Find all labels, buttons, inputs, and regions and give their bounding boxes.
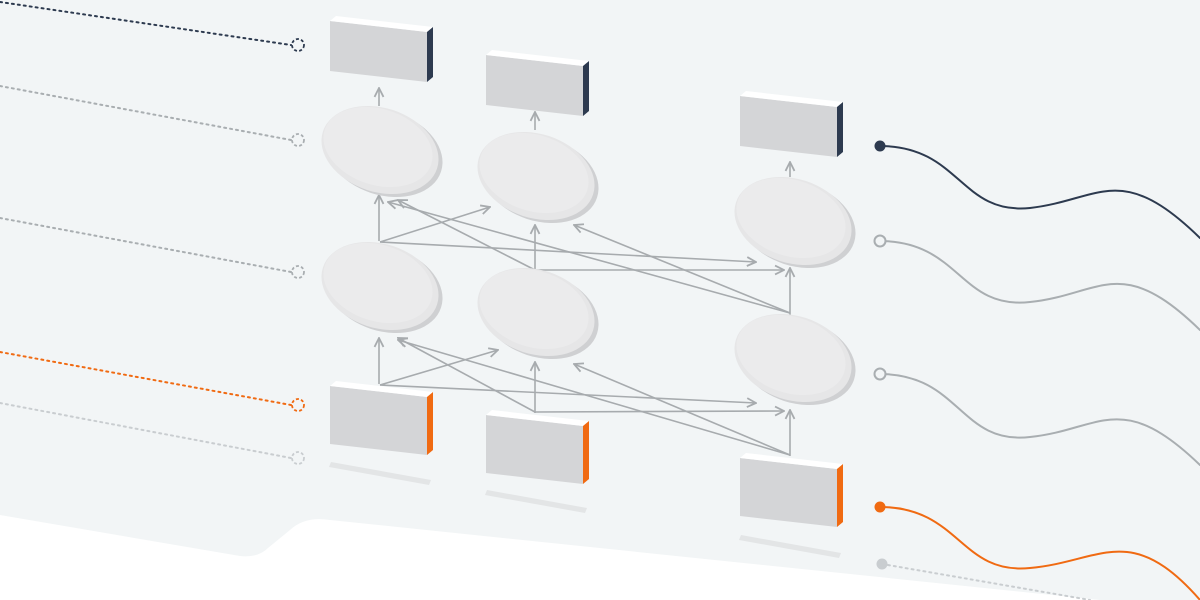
left-connector-group [0, 1, 305, 465]
layer-box-top [486, 50, 589, 66]
layer-box-side [837, 464, 843, 527]
box-shadow [485, 490, 587, 513]
box-shadow-group [329, 462, 841, 558]
layer-box-face [486, 415, 583, 484]
circle-icon [874, 501, 886, 513]
layer-box-top [330, 381, 433, 397]
connection-arrow-group [379, 88, 790, 456]
layer-box-side [427, 27, 433, 82]
right-wave-line [879, 145, 1200, 239]
layer-box-side [583, 61, 589, 116]
layer-box-face [486, 55, 583, 116]
connection-arrow [574, 364, 791, 456]
node-highlight [736, 177, 846, 259]
connection-arrow [379, 384, 756, 403]
right-wave-line [879, 506, 1200, 600]
left-connector-line [0, 1, 292, 46]
layer-box-face [740, 96, 837, 157]
dashed-circle-icon [291, 451, 305, 465]
layer-box-top [486, 410, 589, 426]
right-wave-line [879, 240, 1200, 331]
node-highlight [479, 268, 589, 350]
connection-arrow [379, 350, 498, 386]
node-highlight [323, 106, 433, 188]
left-connector-line [0, 85, 292, 141]
left-connector-line [0, 402, 292, 459]
connection-arrow [379, 207, 490, 243]
circle-icon [876, 558, 888, 570]
dashed-circle-icon [291, 38, 305, 52]
layer-box-top [740, 453, 843, 469]
neuron-node-group [321, 105, 856, 406]
layer-box-face [740, 458, 837, 527]
layer-box-side [427, 392, 433, 455]
node-highlight [736, 314, 846, 396]
dashed-circle-icon [291, 133, 305, 147]
layer-box-group [330, 16, 843, 527]
dashed-circle-icon [291, 398, 305, 412]
connection-arrow [534, 411, 784, 412]
right-wave-group [873, 140, 1200, 600]
layer-box-face [330, 386, 427, 455]
node-highlight [479, 132, 589, 214]
node-highlight [323, 242, 433, 324]
layer-box-top [330, 16, 433, 32]
right-wave-line [879, 373, 1200, 466]
connection-arrow [388, 202, 791, 314]
layer-box-side [837, 102, 843, 157]
layer-box-top [740, 91, 843, 107]
layer-box-side [583, 421, 589, 484]
circle-icon [874, 140, 886, 152]
right-wave-line [881, 563, 1091, 600]
box-shadow [329, 462, 431, 485]
circle-icon [873, 234, 887, 248]
connection-arrow [574, 225, 791, 314]
left-connector-line [0, 217, 292, 273]
dashed-circle-icon [291, 265, 305, 279]
box-shadow [739, 535, 841, 558]
connection-arrow [398, 338, 536, 413]
connection-arrow [398, 340, 791, 456]
left-connector-line [0, 351, 292, 406]
circle-icon [873, 367, 887, 381]
layer-box-face [330, 21, 427, 82]
